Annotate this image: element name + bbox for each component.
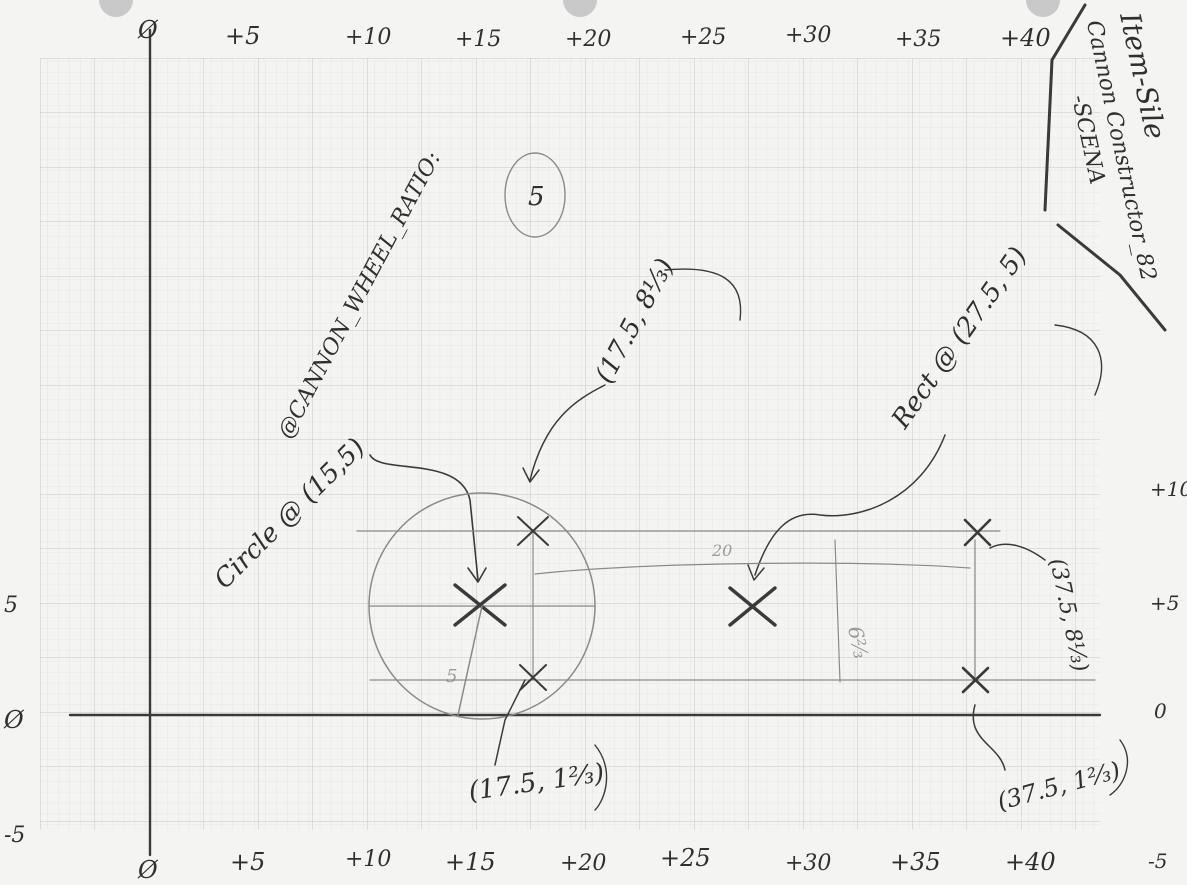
top-point-arrow — [529, 384, 606, 481]
bottom-point-arrow — [494, 679, 526, 766]
rect-top-right-marker — [963, 518, 992, 547]
bottom-tick: +15 — [445, 848, 496, 876]
bottom-point-marker — [519, 664, 547, 691]
left-axis-ticks: 5 Ø -5 — [3, 593, 25, 848]
right-tick: 0 — [1154, 699, 1167, 723]
ratio-value: 5 — [528, 182, 545, 212]
top-point-bracket — [664, 268, 742, 321]
width-dimension-label: 20 — [711, 541, 732, 560]
left-tick: -5 — [4, 823, 25, 848]
bottom-tick: +30 — [785, 851, 831, 876]
rect-center-marker — [728, 586, 777, 627]
rect-label-arrowhead — [747, 564, 765, 581]
height-dimension — [834, 539, 841, 683]
rect-label-arrow — [754, 434, 946, 576]
binder-hole-right — [1026, 0, 1060, 17]
top-tick: +30 — [785, 23, 831, 48]
ratio-circle — [504, 152, 566, 238]
bottom-tick: +5 — [230, 848, 265, 876]
bottom-tick: +40 — [1005, 848, 1056, 876]
top-tick: +20 — [565, 27, 611, 52]
bottom-tick: +35 — [890, 848, 941, 876]
grid — [40, 58, 1100, 830]
header-scribble — [1043, 3, 1087, 212]
top-tick: +40 — [1000, 24, 1051, 52]
width-dimension — [534, 562, 971, 575]
header-scribble-lower — [1056, 223, 1167, 332]
bottom-axis-ticks: Ø +5 +10 +15 +20 +25 +30 +35 +40 — [137, 844, 1056, 884]
top-axis-ticks: Ø +5 +10 +15 +20 +25 +30 +35 +40 — [137, 16, 1051, 52]
binder-hole-left — [99, 0, 133, 17]
top-tick: +5 — [225, 22, 260, 50]
right-tick: -5 — [1148, 849, 1167, 873]
rect-bottom-right-bracket — [1109, 739, 1129, 796]
left-tick: Ø — [3, 706, 25, 734]
top-point-marker — [517, 516, 549, 546]
top-point-arrowhead — [522, 467, 540, 483]
circle-center-marker — [453, 583, 507, 627]
top-tick: Ø — [137, 16, 159, 44]
top-tick: +25 — [680, 25, 726, 50]
right-tick: +10 — [1150, 477, 1187, 501]
rect-label-bracket — [1054, 324, 1103, 396]
right-tick: +5 — [1150, 591, 1179, 615]
left-tick: 5 — [4, 593, 18, 618]
bottom-tick: Ø — [137, 856, 159, 884]
bottom-point-bracket — [594, 744, 608, 811]
rect-top-right-arrow — [989, 543, 1046, 561]
rect-bottom-right-marker — [961, 666, 990, 694]
circle-label-arrowhead — [467, 567, 487, 583]
bottom-tick: +10 — [345, 847, 391, 872]
top-tick: +10 — [345, 25, 391, 50]
right-axis-ticks: +10 +5 0 -5 — [1148, 477, 1187, 873]
radius-line — [457, 605, 483, 716]
bottom-tick: +20 — [560, 851, 606, 876]
radius-label: 5 — [446, 666, 457, 687]
top-tick: +35 — [895, 27, 941, 52]
binder-hole-middle — [563, 0, 597, 17]
bottom-tick: +25 — [660, 844, 711, 872]
rect-bottom-right-arrow — [972, 704, 1006, 771]
top-tick: +15 — [455, 27, 501, 52]
